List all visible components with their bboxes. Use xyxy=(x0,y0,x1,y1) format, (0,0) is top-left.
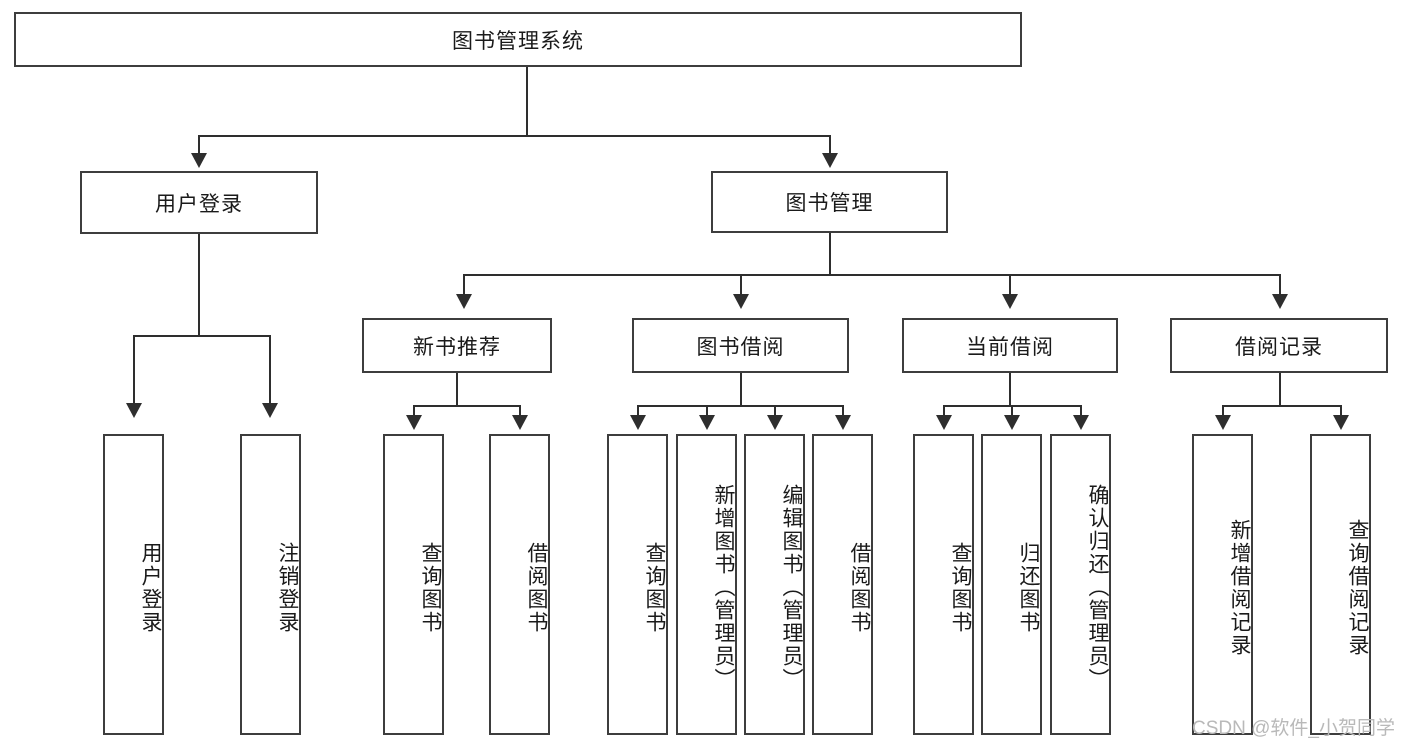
leaf-cb-return-book[interactable]: 归还图书 xyxy=(981,434,1042,735)
connector-cb-drop-1 xyxy=(943,405,945,417)
connector-bm-drop-4 xyxy=(1279,274,1281,296)
connector-nbr-drop-1 xyxy=(413,405,415,417)
leaf-label: 借阅图书 xyxy=(848,541,871,634)
leaf-nbr-borrow-book[interactable]: 借阅图书 xyxy=(489,434,550,735)
connector-bb-bus xyxy=(637,405,843,407)
leaf-label: 查询图书 xyxy=(643,541,666,634)
connector-user-login-drop-2 xyxy=(269,335,271,405)
arrowhead-bb-leaf-3 xyxy=(767,415,783,430)
arrowhead-user-login-leaf-2 xyxy=(262,403,278,418)
connector-user-login-stem xyxy=(198,234,200,336)
node-label: 当前借阅 xyxy=(966,335,1054,359)
leaf-label: 借阅图书 xyxy=(525,541,548,634)
leaf-label: 新增借阅记录 xyxy=(1228,518,1251,657)
connector-br-drop-2 xyxy=(1340,405,1342,417)
connector-root-drop-left xyxy=(198,135,200,155)
connector-bm-drop-2 xyxy=(740,274,742,296)
csdn-watermark: CSDN @软件_小贺同学 xyxy=(1192,713,1395,740)
node-new-book-recommend[interactable]: 新书推荐 xyxy=(362,318,552,373)
arrowhead-cb-leaf-2 xyxy=(1004,415,1020,430)
watermark-label: CSDN @软件_小贺同学 xyxy=(1192,718,1395,739)
connector-bm-drop-1 xyxy=(463,274,465,296)
connector-book-management-stem xyxy=(829,233,831,275)
arrowhead-bb-leaf-2 xyxy=(699,415,715,430)
arrowhead-to-borrow-record xyxy=(1272,294,1288,309)
connector-bm-drop-3 xyxy=(1009,274,1011,296)
leaf-bb-add-book-admin[interactable]: 新增图书（管理员） xyxy=(676,434,737,735)
leaf-cb-confirm-return-admin[interactable]: 确认归还（管理员） xyxy=(1050,434,1111,735)
arrowhead-bb-leaf-4 xyxy=(835,415,851,430)
connector-bb-drop-2 xyxy=(706,405,708,417)
connector-book-management-bus xyxy=(463,274,1280,276)
leaf-bb-borrow-book[interactable]: 借阅图书 xyxy=(812,434,873,735)
node-label: 借阅记录 xyxy=(1235,335,1323,359)
connector-br-bus xyxy=(1222,405,1341,407)
arrowhead-bb-leaf-1 xyxy=(630,415,646,430)
connector-user-login-bus xyxy=(133,335,270,337)
leaf-label: 用户登录 xyxy=(139,541,162,634)
arrowhead-to-new-book-recommend xyxy=(456,294,472,309)
node-borrow-record[interactable]: 借阅记录 xyxy=(1170,318,1388,373)
connector-bb-stem xyxy=(740,373,742,406)
connector-root-bus xyxy=(198,135,830,137)
leaf-nbr-query-book[interactable]: 查询图书 xyxy=(383,434,444,735)
arrowhead-br-leaf-2 xyxy=(1333,415,1349,430)
leaf-label: 归还图书 xyxy=(1017,541,1040,634)
node-label: 图书管理系统 xyxy=(452,29,584,53)
leaf-br-query-record[interactable]: 查询借阅记录 xyxy=(1310,434,1371,735)
node-user-login[interactable]: 用户登录 xyxy=(80,171,318,234)
node-label: 图书管理 xyxy=(785,192,874,215)
leaf-label: 查询借阅记录 xyxy=(1346,518,1369,657)
leaf-label: 查询图书 xyxy=(419,541,442,634)
leaf-label: 确认归还（管理员） xyxy=(1086,484,1109,691)
node-label: 用户登录 xyxy=(155,192,243,216)
connector-cb-stem xyxy=(1009,373,1011,406)
connector-nbr-drop-2 xyxy=(519,405,521,417)
connector-br-drop-1 xyxy=(1222,405,1224,417)
connector-bb-drop-3 xyxy=(774,405,776,417)
arrowhead-nbr-leaf-1 xyxy=(406,415,422,430)
leaf-label: 注销登录 xyxy=(276,541,299,634)
arrowhead-to-book-management xyxy=(822,153,838,168)
node-label: 新书推荐 xyxy=(413,335,501,359)
arrowhead-to-user-login xyxy=(191,153,207,168)
leaf-br-add-record[interactable]: 新增借阅记录 xyxy=(1192,434,1253,735)
leaf-label: 新增图书（管理员） xyxy=(712,484,735,691)
connector-bb-drop-4 xyxy=(842,405,844,417)
connector-cb-drop-2 xyxy=(1011,405,1013,417)
arrowhead-to-current-borrow xyxy=(1002,294,1018,309)
leaf-user-login-logout[interactable]: 注销登录 xyxy=(240,434,301,735)
leaf-user-login-login[interactable]: 用户登录 xyxy=(103,434,164,735)
arrowhead-br-leaf-1 xyxy=(1215,415,1231,430)
connector-nbr-bus xyxy=(413,405,520,407)
leaf-label: 编辑图书（管理员） xyxy=(780,484,803,691)
connector-root-drop-right xyxy=(829,135,831,155)
leaf-bb-edit-book-admin[interactable]: 编辑图书（管理员） xyxy=(744,434,805,735)
connector-bb-drop-1 xyxy=(637,405,639,417)
arrowhead-cb-leaf-1 xyxy=(936,415,952,430)
node-book-borrow[interactable]: 图书借阅 xyxy=(632,318,849,373)
connector-user-login-drop-1 xyxy=(133,335,135,405)
node-root-book-management-system[interactable]: 图书管理系统 xyxy=(14,12,1022,67)
arrowhead-cb-leaf-3 xyxy=(1073,415,1089,430)
connector-root-stem xyxy=(526,67,528,136)
connector-br-stem xyxy=(1279,373,1281,406)
connector-nbr-stem xyxy=(456,373,458,406)
leaf-cb-query-book[interactable]: 查询图书 xyxy=(913,434,974,735)
node-label: 图书借阅 xyxy=(696,335,785,359)
arrowhead-nbr-leaf-2 xyxy=(512,415,528,430)
leaf-label: 查询图书 xyxy=(949,541,972,634)
arrowhead-user-login-leaf-1 xyxy=(126,403,142,418)
leaf-bb-query-book[interactable]: 查询图书 xyxy=(607,434,668,735)
arrowhead-to-book-borrow xyxy=(733,294,749,309)
node-book-management[interactable]: 图书管理 xyxy=(711,171,948,233)
connector-cb-drop-3 xyxy=(1080,405,1082,417)
node-current-borrow[interactable]: 当前借阅 xyxy=(902,318,1118,373)
